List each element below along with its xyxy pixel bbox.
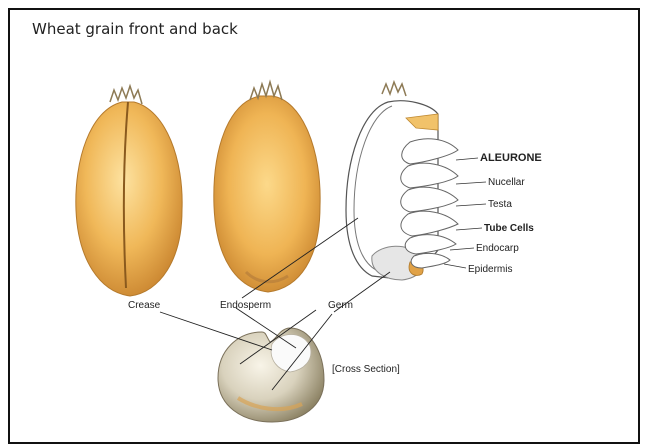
label-crease: Crease [128,300,161,311]
bran-layers [401,139,458,268]
label-layer-epidermis: Epidermis [468,264,512,275]
wheat-grain-diagram: Crease Endosperm Germ [Cross Section] AL… [10,10,642,446]
grain-front-view [76,86,182,296]
label-layer-aleurone: ALEURONE [480,152,542,164]
label-germ: Germ [328,300,353,311]
label-layer-testa: Testa [488,199,512,210]
label-layer-endocarp: Endocarp [476,243,519,254]
label-cross-section: [Cross Section] [332,364,400,375]
label-layer-nucellar: Nucellar [488,177,525,188]
brush-hairs [110,86,142,104]
grain-back-view [214,82,320,292]
label-layer-tube-cells: Tube Cells [484,223,534,234]
grain-longitudinal-section [346,82,486,280]
figure-frame: Wheat grain front and back [8,8,640,444]
label-endosperm: Endosperm [220,300,271,311]
